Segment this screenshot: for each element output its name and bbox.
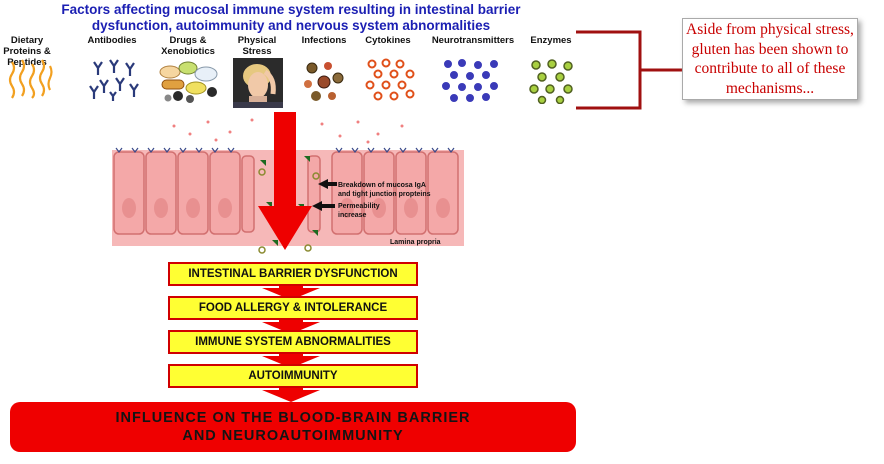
- outcome-autoimmunity: AUTOIMMUNITY: [168, 364, 418, 388]
- annotation-breakdown-line1: Breakdown of mucosa IgA: [338, 182, 426, 189]
- title-line-2: dysfunction, autoimmunity and nervous sy…: [91, 18, 491, 33]
- main-red-arrow: [258, 112, 312, 250]
- annotation-permeability-line2: increase: [338, 212, 367, 219]
- outcome-immune-abnormalities: IMMUNE SYSTEM ABNORMALITIES: [168, 330, 418, 354]
- factor-label-dietary-proteins: Dietary Proteins & Peptides: [3, 35, 51, 68]
- factor-label-infections: Infections: [301, 35, 347, 46]
- final-outcome-box: INFLUENCE ON THE BLOOD-BRAIN BARRIER AND…: [10, 402, 576, 452]
- gluten-note: Aside from physical stress, gluten has b…: [682, 18, 858, 100]
- pills-icon: [159, 61, 218, 103]
- annotation-permeability-line1: Permeability: [338, 203, 380, 210]
- stressed-woman-photo: [233, 58, 283, 108]
- cytokines-icon: [365, 58, 415, 101]
- outcome-food-allergy: FOOD ALLERGY & INTOLERANCE: [168, 296, 418, 320]
- epithelial-cells: [113, 151, 459, 235]
- factor-label-cytokines: Cytokines: [365, 35, 411, 46]
- annotation-breakdown-line2: and tight junction propteins: [338, 191, 431, 198]
- lamina-propria-label: Lamina propria: [390, 239, 441, 246]
- factor-label-antibodies: Antibodies: [87, 35, 137, 46]
- factor-label-enzymes: Enzymes: [530, 35, 572, 46]
- final-line-2: AND NEUROAUTOIMMUNITY: [182, 428, 404, 444]
- factor-label-neurotransmitters: Neurotransmitters: [431, 35, 515, 46]
- outcome-intestinal-barrier: INTESTINAL BARRIER DYSFUNCTION: [168, 262, 418, 286]
- final-line-1: INFLUENCE ON THE BLOOD-BRAIN BARRIER: [115, 410, 471, 426]
- bracket-connector: [576, 30, 682, 110]
- antibodies-icon: [89, 59, 139, 101]
- intestinal-barrier-illustration: Breakdown of mucosa IgA and tight juncti…: [112, 112, 464, 254]
- diagram-title: Factors affecting mucosal immune system …: [0, 2, 582, 34]
- title-line-1: Factors affecting mucosal immune system …: [61, 2, 521, 17]
- neurotransmitters-icon: [441, 58, 499, 103]
- factor-label-physical-stress: Physical Stress: [237, 35, 277, 57]
- factor-label-drugs: Drugs & Xenobiotics: [161, 35, 215, 57]
- microbes-icon: [304, 62, 344, 101]
- peptide-chains-icon: [8, 59, 53, 99]
- enzymes-icon: [529, 59, 573, 104]
